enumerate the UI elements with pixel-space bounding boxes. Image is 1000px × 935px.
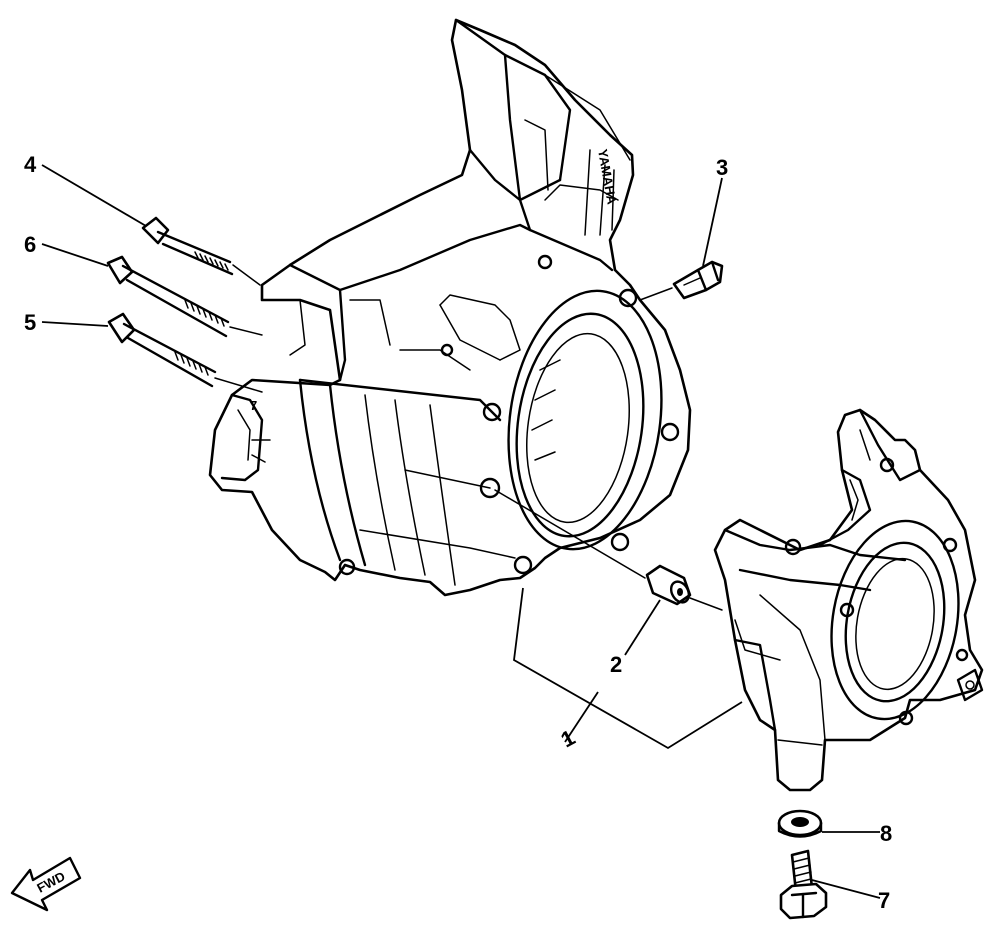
callout-6: 6 [24,232,36,257]
callout-2: 2 [610,652,622,677]
bolt-6 [106,255,230,338]
bolt-5 [107,312,217,388]
fwd-label: FWD [34,869,67,896]
forward-arrow-icon: FWD [10,856,82,912]
dowel-2 [645,564,692,606]
bolt-4 [141,216,234,276]
callout-4: 4 [24,152,37,177]
case-mark-7: 7 [250,398,257,413]
assembly-guide-lines [214,264,723,611]
bolt-7 [779,849,828,920]
callout-8: 8 [880,821,892,846]
crankcase-left-half: 7 YAMAHA [208,18,692,597]
callout-5: 5 [24,310,36,335]
washer-8 [777,809,823,838]
leader-lines [41,164,881,899]
callout-1: 1 [557,725,580,753]
crankcase-right-half [713,408,984,792]
callout-3: 3 [716,155,728,180]
fitting-3 [672,260,724,300]
callout-7: 7 [878,888,890,913]
